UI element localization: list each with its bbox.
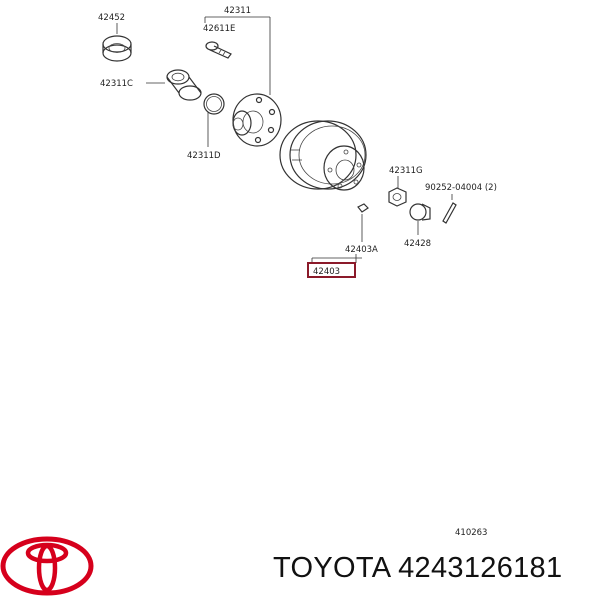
highlight-box-42403 — [307, 262, 356, 278]
hole-plug-42403A — [357, 203, 369, 213]
label-42311D: 42311D — [187, 151, 221, 161]
part-number: 4243126181 — [398, 552, 563, 584]
label-42311G: 42311G — [389, 166, 423, 176]
label-42403A: 42403A — [345, 245, 378, 255]
figure-number: 410263 — [455, 528, 487, 538]
brake-drum-42431 — [279, 120, 367, 191]
label-42428: 42428 — [404, 239, 431, 249]
bearing-race-42452 — [102, 35, 132, 62]
label-42452: 42452 — [98, 13, 125, 23]
hub-bolt-42611E — [205, 41, 232, 59]
label-42403: 42403 — [313, 267, 340, 277]
label-42311C: 42311C — [100, 79, 133, 89]
label-90252-04004: 90252-04004 (2) — [425, 183, 497, 193]
brand-name: TOYOTA — [273, 552, 390, 584]
part-caption: TOYOTA 4243126181 — [273, 552, 562, 585]
lock-cap-42428 — [409, 203, 431, 221]
label-42311: 42311 — [224, 6, 251, 16]
hub-nut-42311G — [388, 187, 407, 207]
axle-hub-flange — [232, 93, 282, 147]
cotter-pin-90252 — [442, 202, 457, 224]
hub-bearing-42311C — [166, 69, 202, 101]
label-42611E: 42611E — [203, 24, 235, 34]
toyota-logo — [0, 536, 94, 596]
snap-ring-42311D — [203, 93, 225, 115]
